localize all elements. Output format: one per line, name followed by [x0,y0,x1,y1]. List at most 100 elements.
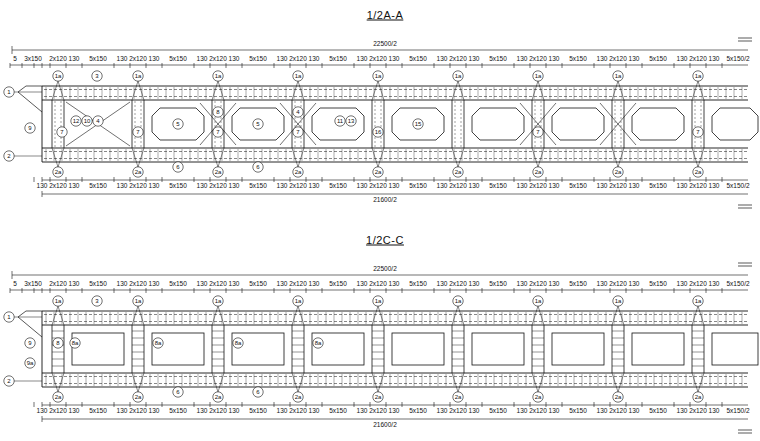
callout-circle [293,392,303,402]
dimension-tick [42,63,43,68]
stirrup [558,374,559,386]
stirrup [430,312,431,324]
dimension-text: 2x120 [289,183,307,190]
post-tie [612,345,624,346]
stirrup [654,312,655,324]
post-rebar [455,101,456,147]
stirrup [238,374,239,386]
stirrup [326,312,327,324]
end-bar [18,86,26,92]
callout-circle [233,338,243,348]
dimension-tick [450,288,451,293]
dimension-text: 5x150 [569,183,587,190]
callout-circle [293,71,303,81]
dimension-tick [82,63,83,68]
dimension-tick [242,177,243,182]
leader-line [538,148,544,167]
end-bar [26,86,42,87]
callout-circle [53,167,63,177]
dimension-text: 5x150 [569,56,587,63]
dimension-tick [626,63,627,68]
leader-line [132,306,138,325]
post-tie [372,338,384,339]
dimension-text: 2x120 [49,408,67,415]
dimension-text: 130 [149,281,160,288]
stirrup [46,374,47,386]
stirrup [326,87,327,99]
callout-circle [293,296,303,306]
callout-number: 8 [56,340,59,346]
dimension-text: 2x120 [49,281,67,288]
stirrup [438,149,439,161]
break-mark [738,430,752,431]
dimension-tick [290,63,291,68]
stirrup [398,149,399,161]
stirrup [734,312,735,324]
post-rebar [135,101,136,147]
dimension-tick [514,402,515,407]
callout-number: 2a [615,169,622,175]
stirrup [326,149,327,161]
stirrup [310,87,311,99]
stirrup [742,149,743,161]
stirrup [398,374,399,386]
stirrup [278,149,279,161]
stirrup [510,374,511,386]
stirrup [638,87,639,99]
dimension-text: 2x120 [209,281,227,288]
stirrup [334,87,335,99]
stirrup [278,374,279,386]
stirrup [342,374,343,386]
post-rebar [701,101,702,147]
dimension-tick [194,63,195,68]
leader-line [14,156,42,157]
dimension-text: 5x150 [89,281,107,288]
callout-number: 2 [7,378,10,384]
leader-line [58,373,64,392]
octagonal-opening [152,108,204,140]
stirrup [686,374,687,386]
callout-number: 7 [136,129,139,135]
dimension-text: 130 [69,281,80,288]
stirrup [86,87,87,99]
stirrup [126,374,127,386]
dimension-text: 130 [437,183,448,190]
callout-number: 1a [295,73,302,79]
dimension-tick [626,177,627,182]
callout-circle [4,376,14,386]
callout-number: 7 [216,129,219,135]
dimension-tick [674,177,675,182]
callout-circle [213,167,223,177]
dimension-text: 130 [549,281,560,288]
stirrup [406,87,407,99]
dimension-text: 2x120 [369,56,387,63]
post-tie [292,359,304,360]
dimension-text: 5x150 [649,183,667,190]
dimension-tick [514,177,515,182]
stirrup [270,312,271,324]
stirrup [718,312,719,324]
stirrup [646,374,647,386]
overall-dimension: 21600/2 [371,422,399,429]
dimension-tick [10,63,11,68]
leader-line [138,306,144,325]
callout-circle [693,127,703,137]
leader-line [458,81,464,100]
stirrup [654,374,655,386]
dimension-tick [546,402,547,407]
callout-number: 12 [73,118,80,124]
stirrup [318,149,319,161]
dimension-text: 2x120 [529,56,547,63]
dimension-text: 5x150 [409,56,427,63]
leader-line [132,81,138,100]
callout-number: 7 [536,129,539,135]
dimension-text: 2x120 [689,183,707,190]
stirrup [102,149,103,161]
post-tie [452,345,464,346]
dimension-text: 130 [149,408,160,415]
stirrup [366,149,367,161]
stirrup [94,374,95,386]
stirrup [598,312,599,324]
stirrup [102,87,103,99]
post-outline [212,100,213,148]
